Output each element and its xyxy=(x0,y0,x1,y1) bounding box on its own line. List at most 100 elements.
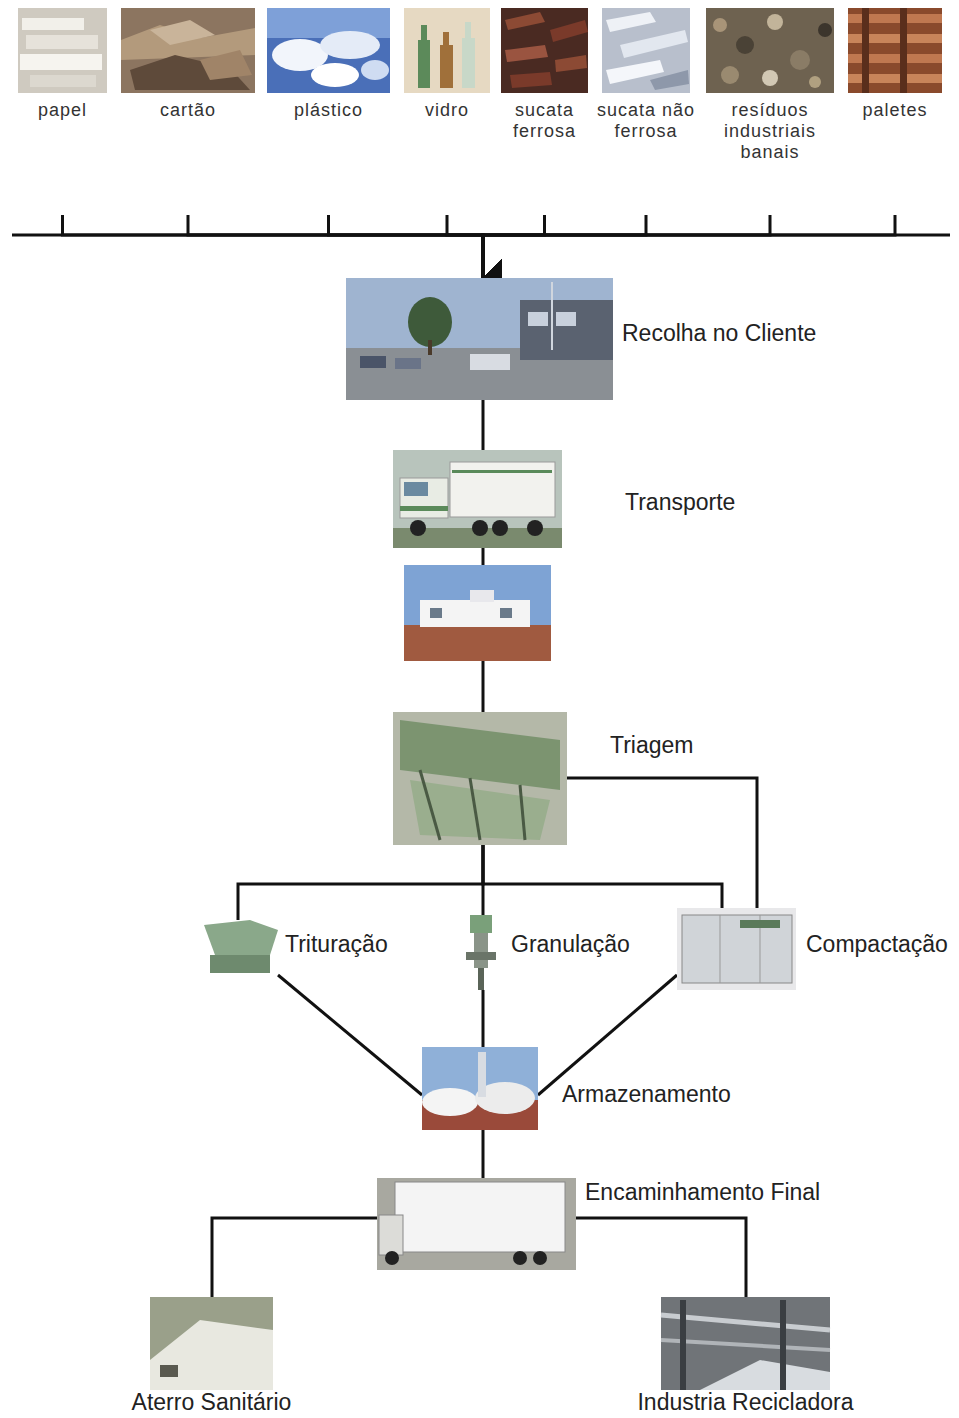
depot-photo xyxy=(500,608,512,618)
cardboard-photo xyxy=(121,8,255,93)
granulator-icon xyxy=(478,968,484,990)
waste-category: plástico xyxy=(267,8,390,215)
plastic-photo xyxy=(267,8,390,93)
ferrous-scrap-photo xyxy=(505,45,548,62)
paper-photo xyxy=(18,8,107,93)
connector-line xyxy=(482,400,485,450)
paper-photo xyxy=(30,75,96,87)
final-truck-photo xyxy=(377,1178,576,1270)
granulator-icon xyxy=(466,952,496,960)
compactor-photo xyxy=(677,908,796,990)
granulator-icon xyxy=(470,915,492,933)
sorting-photo xyxy=(420,770,440,840)
category-caption: sucata não ferrosa xyxy=(589,100,703,142)
truck-photo xyxy=(450,462,555,517)
industrial-waste-photo xyxy=(721,66,739,84)
truck-photo xyxy=(527,520,543,536)
connector-group xyxy=(63,215,896,1297)
recycling-plant-photo xyxy=(661,1315,830,1330)
category-caption: sucata ferrosa xyxy=(488,100,602,142)
truck-photo xyxy=(410,520,426,536)
step-label: Trituração xyxy=(285,932,388,956)
destination: Aterro Sanitário xyxy=(150,1297,273,1390)
storage-photo xyxy=(478,1052,486,1097)
truck-photo xyxy=(404,482,428,496)
cardboard-photo xyxy=(200,50,252,80)
connector-line xyxy=(483,845,722,908)
ferrous-scrap-photo xyxy=(510,72,552,88)
glass-photo xyxy=(404,8,490,93)
collection-photo xyxy=(470,354,510,370)
industrial-waste-photo xyxy=(818,23,832,37)
process-step: Encaminhamento Final xyxy=(377,1178,576,1270)
step-label: Transporte xyxy=(625,490,735,514)
connector-line xyxy=(483,215,770,278)
paper-photo xyxy=(18,8,107,93)
connector-line xyxy=(482,661,485,712)
process-step: Trituração xyxy=(204,920,278,975)
category-caption: resíduos industriais banais xyxy=(706,100,834,163)
connector-line xyxy=(483,215,545,278)
waste-category: resíduos industriais banais xyxy=(706,8,834,215)
truck-photo xyxy=(393,450,562,548)
truck-photo xyxy=(452,470,552,473)
landfill-photo xyxy=(150,1297,273,1390)
step-label: Encaminhamento Final xyxy=(585,1180,820,1204)
recycling-plant-photo xyxy=(700,1360,830,1390)
collection-photo xyxy=(408,297,452,347)
plastic-photo xyxy=(267,8,390,93)
industrial-waste-photo xyxy=(736,36,754,54)
process-step: Armazenamento xyxy=(422,1047,538,1130)
industrial-waste-photo xyxy=(790,50,810,70)
ferrous-scrap-photo xyxy=(550,20,588,42)
glass-photo xyxy=(440,45,453,88)
process-step: Recolha no Cliente xyxy=(346,278,613,400)
paper-photo xyxy=(20,54,102,70)
shredder-icon xyxy=(204,920,278,973)
sorting-photo xyxy=(520,785,525,840)
paper-photo xyxy=(26,35,98,49)
connector-line xyxy=(238,845,483,920)
connector-line xyxy=(576,1218,746,1297)
depot-photo xyxy=(470,590,494,602)
process-step: Granulação xyxy=(462,915,500,990)
truck-photo xyxy=(400,478,448,518)
category-caption: paletes xyxy=(838,100,952,121)
plastic-photo xyxy=(361,60,389,80)
depot-photo xyxy=(404,565,551,661)
nonferrous-scrap-photo xyxy=(606,12,656,32)
recycling-plant-photo xyxy=(661,1297,830,1390)
glass-photo xyxy=(443,32,449,46)
final-truck-photo xyxy=(379,1215,403,1255)
glass-photo xyxy=(404,8,490,93)
step-label: Recolha no Cliente xyxy=(622,321,816,345)
waste-category: sucata não ferrosa xyxy=(589,8,703,215)
connector-line xyxy=(483,215,895,278)
glass-photo xyxy=(462,38,475,88)
nonferrous-scrap-photo xyxy=(602,8,690,93)
compactor-photo xyxy=(720,915,721,983)
truck-photo xyxy=(472,520,488,536)
pallets-photo xyxy=(900,8,907,93)
storage-photo xyxy=(422,1047,538,1130)
recycling-plant-photo xyxy=(661,1297,830,1390)
truck-photo xyxy=(393,450,562,548)
recycling-plant-photo xyxy=(780,1300,786,1390)
industrial-waste-photo xyxy=(809,76,821,88)
category-caption: papel xyxy=(6,100,120,121)
granulator-icon xyxy=(466,915,496,990)
glass-photo xyxy=(418,40,430,88)
compactor-photo xyxy=(682,915,792,983)
nonferrous-scrap-photo xyxy=(650,70,689,90)
connector-line xyxy=(482,990,485,1047)
connector-line xyxy=(212,1218,377,1297)
collection-photo xyxy=(520,300,613,360)
ferrous-scrap-photo xyxy=(501,8,588,93)
shredder-icon xyxy=(210,955,270,973)
granulator-icon xyxy=(474,933,488,968)
collection-photo xyxy=(428,340,432,355)
nonferrous-scrap-photo xyxy=(602,8,690,93)
connector-line xyxy=(447,215,483,278)
collection-photo xyxy=(551,282,553,350)
